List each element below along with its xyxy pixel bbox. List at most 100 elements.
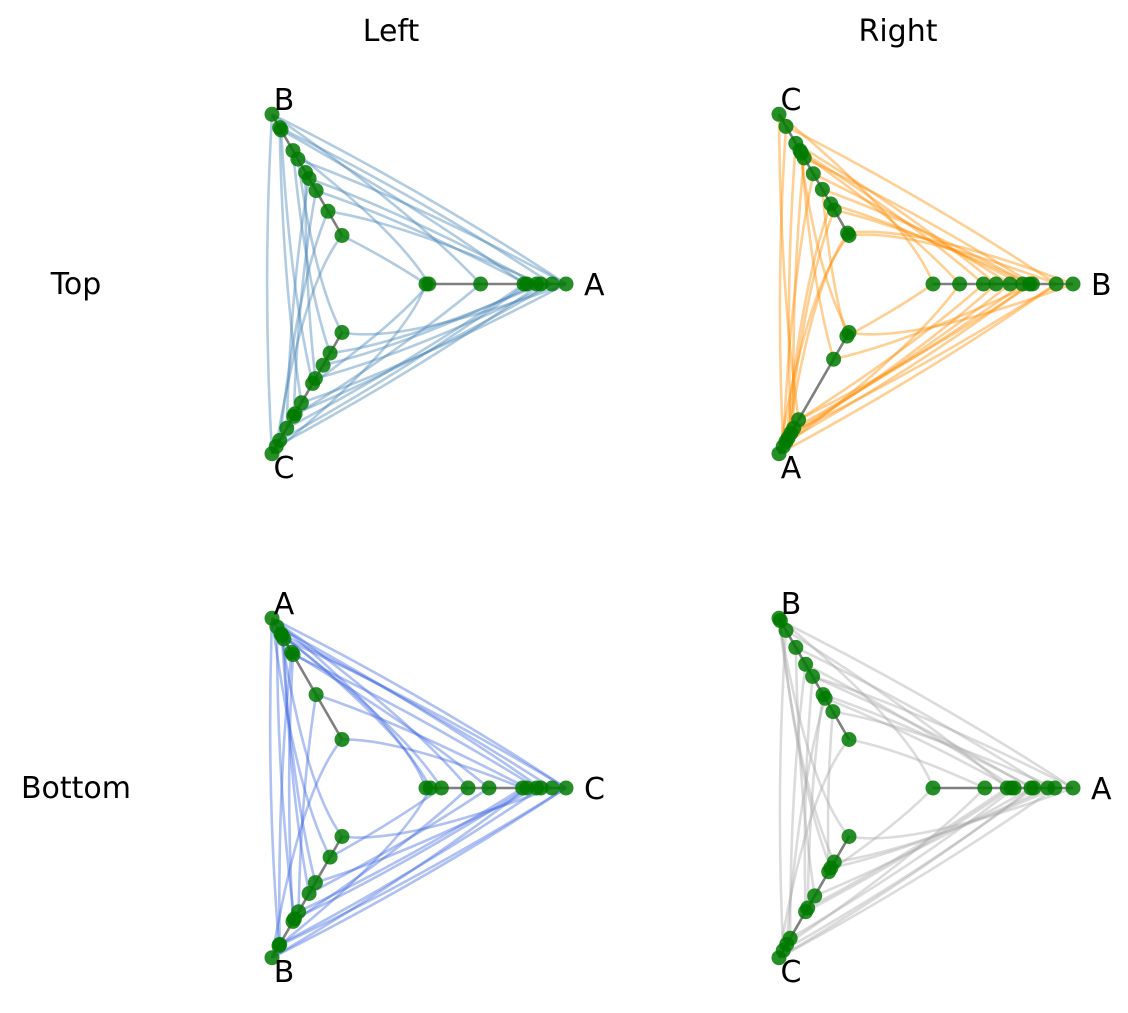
- hive-edge: [778, 786, 1032, 959]
- hive-edge: [834, 786, 1056, 864]
- hive-edge: [278, 786, 567, 947]
- hive-edge: [327, 210, 542, 286]
- axis-label-c: C: [274, 451, 295, 486]
- hive-edge: [271, 283, 428, 455]
- hive-edge: [806, 694, 825, 909]
- hive-node: [988, 276, 1004, 292]
- hive-node: [1002, 276, 1018, 292]
- hive-edge: [329, 282, 542, 355]
- hive-edge: [278, 210, 330, 441]
- axis-label-c: C: [584, 772, 605, 807]
- hive-edge: [787, 143, 798, 434]
- hive-edge: [279, 633, 344, 838]
- hive-edge: [275, 626, 296, 920]
- hive-edge: [791, 157, 806, 429]
- hive-edge: [280, 632, 432, 789]
- hive-node: [433, 780, 449, 796]
- axis-label-b: B: [274, 955, 295, 990]
- hive-edge: [800, 152, 835, 360]
- hive-edge: [785, 787, 986, 946]
- hive-node: [807, 888, 823, 904]
- hive-node: [823, 196, 839, 212]
- hive-edge: [797, 283, 985, 421]
- hive-node: [1047, 780, 1063, 796]
- hive-edge: [785, 282, 1031, 443]
- hive-edge: [271, 786, 567, 959]
- hive-edge: [790, 282, 1057, 435]
- hive-edge: [785, 125, 1057, 286]
- hive-edge: [778, 282, 1057, 455]
- hive-edge: [300, 282, 567, 405]
- hive-edge: [293, 786, 528, 921]
- hive-node: [320, 203, 336, 219]
- hive-node: [285, 913, 301, 929]
- hive-edge: [280, 632, 553, 790]
- hive-edge: [847, 230, 1074, 286]
- hive-node: [279, 420, 295, 436]
- hive-node: [798, 904, 814, 920]
- hive-edge: [833, 282, 1033, 361]
- hive-edge: [297, 157, 567, 286]
- hive-node: [422, 780, 438, 796]
- hive-node: [558, 780, 574, 796]
- hive-edge: [308, 177, 538, 286]
- hive-node: [825, 704, 841, 720]
- hive-node: [285, 143, 301, 159]
- axis-label-b: B: [1091, 268, 1112, 303]
- hive-edge: [848, 786, 1074, 840]
- edge-group: [265, 113, 567, 455]
- column-title-left: Left: [363, 14, 420, 49]
- hive-panel-bottom-right: ABC: [771, 587, 1112, 990]
- axis-label-a: A: [274, 587, 295, 622]
- edge-group: [777, 617, 1074, 959]
- hive-node: [301, 886, 317, 901]
- hive-node: [771, 950, 787, 966]
- hive-node: [788, 135, 804, 151]
- hive-edge: [778, 786, 1056, 959]
- hive-edge: [274, 234, 344, 447]
- hive-edge: [276, 625, 542, 790]
- hive-edge: [798, 282, 1034, 421]
- axis-label-b: B: [274, 83, 295, 118]
- hive-edge: [271, 617, 567, 790]
- hive-edge: [812, 172, 1011, 286]
- hive-panel-top-right: BCA: [771, 83, 1112, 486]
- hive-edge: [279, 282, 528, 442]
- hive-node: [925, 276, 941, 292]
- axis-label-c: C: [781, 955, 802, 990]
- hive-node: [305, 375, 321, 391]
- hive-edge: [341, 282, 567, 336]
- hive-edge: [798, 150, 851, 334]
- hive-edge: [315, 282, 553, 380]
- hive-edge: [824, 697, 1013, 790]
- hive-node: [1024, 276, 1040, 292]
- hive-edge: [786, 209, 836, 439]
- axis-label-a: A: [781, 451, 802, 486]
- hive-node: [798, 656, 814, 672]
- hive-node: [814, 181, 830, 197]
- hive-node: [308, 183, 324, 199]
- hive-edge: [830, 202, 1024, 286]
- hive-node: [334, 325, 350, 340]
- hive-node: [771, 106, 787, 122]
- hive-edge: [265, 114, 274, 454]
- axis-label-a: A: [1091, 772, 1112, 807]
- hive-edge: [846, 282, 934, 338]
- hive-node: [1065, 276, 1081, 292]
- hive-edge: [281, 634, 443, 789]
- column-title-right: Right: [859, 14, 938, 49]
- hive-edge: [290, 651, 490, 790]
- hive-edge: [279, 129, 314, 384]
- hive-edge: [282, 638, 311, 894]
- hive-edge: [793, 282, 1024, 430]
- hive-edge: [341, 234, 427, 286]
- hive-edge: [778, 617, 935, 789]
- hive-edge: [311, 283, 430, 385]
- hive-edge: [834, 208, 1031, 286]
- hive-edge: [781, 173, 815, 447]
- hive-edge: [278, 652, 293, 945]
- hive-edge: [779, 620, 833, 869]
- hive-edge: [848, 233, 1057, 286]
- hive-node: [308, 687, 324, 703]
- hive-edge: [799, 149, 985, 285]
